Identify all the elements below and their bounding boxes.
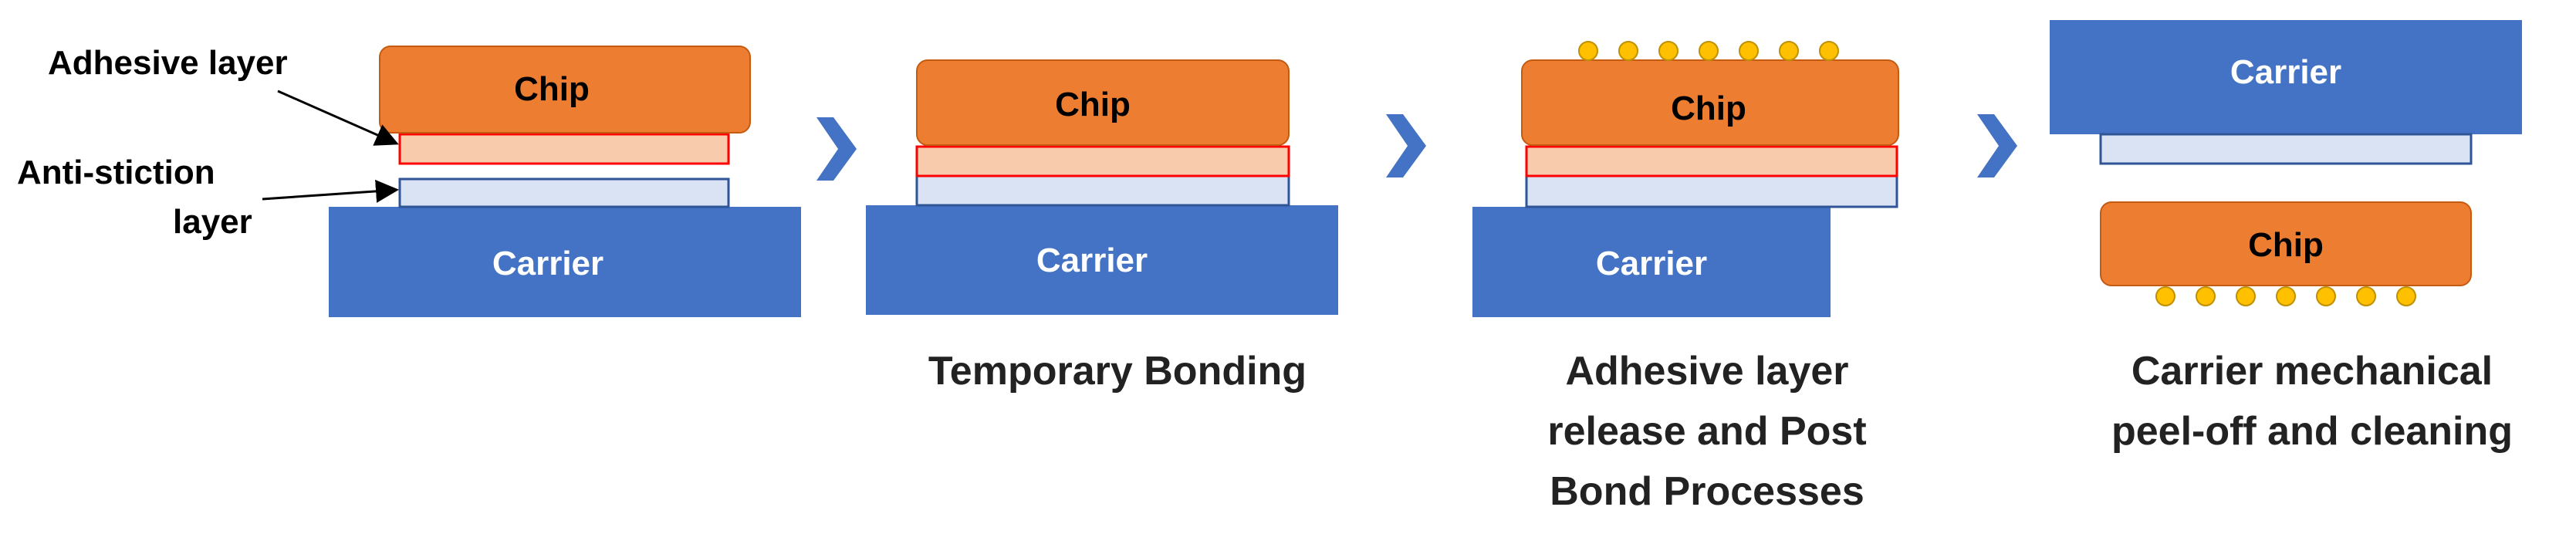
solder-bump <box>2316 286 2336 306</box>
stage-caption-line2: peel-off and cleaning <box>2111 409 2513 454</box>
solder-bump <box>1819 41 1839 61</box>
stage-2: Carrier Chip Temporary Bonding <box>866 59 1338 394</box>
anti-stiction-callout-line <box>262 179 399 203</box>
anti-stiction-callout-line2: layer <box>173 203 252 241</box>
stage-caption-line1: Adhesive layer <box>1565 349 1848 394</box>
carrier-block <box>329 207 801 317</box>
stage-caption-line3: Bond Processes <box>1550 469 1864 514</box>
chip-label: Chip <box>2248 226 2324 264</box>
anti-stiction-layer <box>398 177 730 208</box>
solder-bump <box>1578 41 1598 61</box>
chip-block <box>379 46 751 134</box>
adhesive-layer <box>1525 145 1898 177</box>
chevron-right-icon <box>816 117 857 181</box>
solder-bump <box>1658 41 1678 61</box>
stage-3: Carrier Chip Adhesive layer release and … <box>1472 41 1899 514</box>
stage-1: Carrier Chip Adhesive layer Anti-stictio… <box>17 44 801 317</box>
solder-bump <box>2196 286 2216 306</box>
solder-bump <box>1699 41 1719 61</box>
chip-label: Chip <box>514 70 590 108</box>
carrier-block <box>1472 207 1831 317</box>
stage-4: Carrier Chip Carrier mechanical peel-off… <box>2050 20 2522 454</box>
adhesive-layer <box>915 145 1290 177</box>
adhesive-layer <box>398 133 730 165</box>
solder-bump <box>1779 41 1799 61</box>
chip-block <box>2100 201 2472 286</box>
solder-bump <box>2356 286 2376 306</box>
chip-block <box>916 59 1290 146</box>
adhesive-layer-callout: Adhesive layer <box>48 44 288 82</box>
solder-bump <box>2396 286 2416 306</box>
carrier-label: Carrier <box>1596 245 1707 282</box>
solder-bumps-bottom <box>2155 286 2416 306</box>
stage-caption-line1: Carrier mechanical <box>2131 349 2493 394</box>
solder-bump <box>2236 286 2256 306</box>
stage-caption-line2: release and Post <box>1547 409 1866 454</box>
adhesive-callout-line <box>277 90 399 146</box>
chip-label: Chip <box>1055 86 1131 123</box>
anti-stiction-callout-line1: Anti-stiction <box>17 154 215 191</box>
solder-bump <box>2276 286 2296 306</box>
carrier-label: Carrier <box>2230 53 2341 91</box>
chevron-right-icon <box>1977 114 2017 177</box>
carrier-label: Carrier <box>1036 242 1148 279</box>
carrier-label: Carrier <box>492 245 603 282</box>
anti-stiction-layer <box>915 174 1290 207</box>
stage-caption: Temporary Bonding <box>928 349 1307 394</box>
solder-bump <box>1739 41 1759 61</box>
chip-label: Chip <box>1671 90 1746 127</box>
anti-stiction-layer <box>1525 174 1898 208</box>
anti-stiction-layer <box>2099 133 2473 165</box>
carrier-block <box>866 205 1338 315</box>
solder-bump <box>2155 286 2175 306</box>
solder-bumps-top <box>1578 41 1839 61</box>
solder-bump <box>1618 41 1638 61</box>
chevron-right-icon <box>1386 114 1426 177</box>
carrier-block <box>2050 20 2522 134</box>
